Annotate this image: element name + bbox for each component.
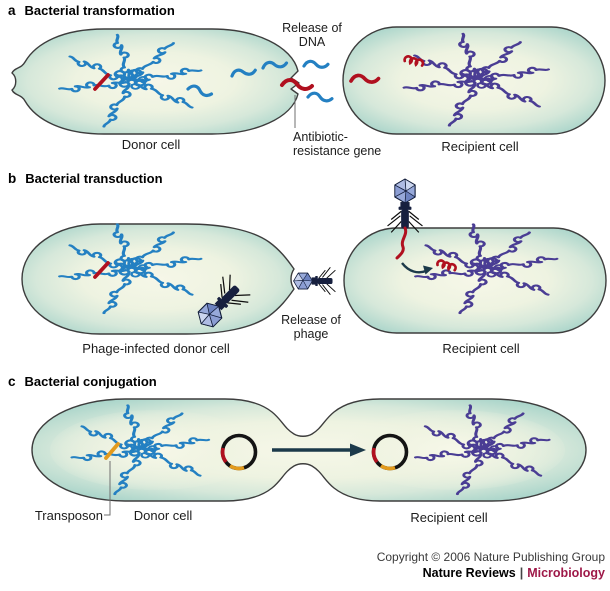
phage-icon-infecting (386, 178, 424, 233)
recipient-cell-label-a: Recipient cell (441, 139, 519, 154)
panel-a-letter: a (8, 3, 16, 18)
panel-a-graphics (11, 26, 606, 135)
journal-name: Nature Reviews (422, 566, 516, 580)
phage-icon-released (293, 266, 336, 296)
integration-arrow (401, 262, 433, 275)
recipient-cell-label-b: Recipient cell (442, 341, 520, 356)
journal-separator: | (519, 566, 524, 580)
antibiotic-resistance-gene-annotation: Antibiotic- resistance gene (293, 130, 382, 158)
transposon-segment (104, 442, 120, 460)
panel-c-graphics (31, 398, 587, 516)
release-of-dna-annotation: Release of DNA (282, 21, 342, 49)
resistance-gene-segment-a (93, 73, 110, 91)
injected-dna-strand (395, 226, 408, 260)
donor-cell-label-a: Donor cell (121, 137, 181, 152)
donor-cell-label-b: Phage-infected donor cell (82, 341, 230, 356)
transposon-label: Transposon (34, 508, 103, 523)
donor-cell-label-c: Donor cell (133, 508, 193, 523)
journal-credit: Nature Reviews|Microbiology (423, 566, 605, 580)
recipient-cell-shape-b (343, 227, 607, 334)
transfer-arrow (272, 443, 366, 457)
resistance-gene-segment-b (93, 261, 110, 279)
copyright-notice: Copyright © 2006 Nature Publishing Group (376, 550, 605, 564)
panel-b-letter: b (8, 171, 17, 186)
panel-b-graphics (21, 178, 607, 338)
journal-section: Microbiology (527, 566, 605, 580)
panel-c-letter: c (8, 374, 16, 389)
donor-cell-shape-a (11, 28, 300, 135)
transposon-annotation-line (104, 461, 111, 516)
recipient-cell-label-c: Recipient cell (410, 510, 488, 525)
release-of-phage-annotation: Release of phage (281, 313, 341, 341)
